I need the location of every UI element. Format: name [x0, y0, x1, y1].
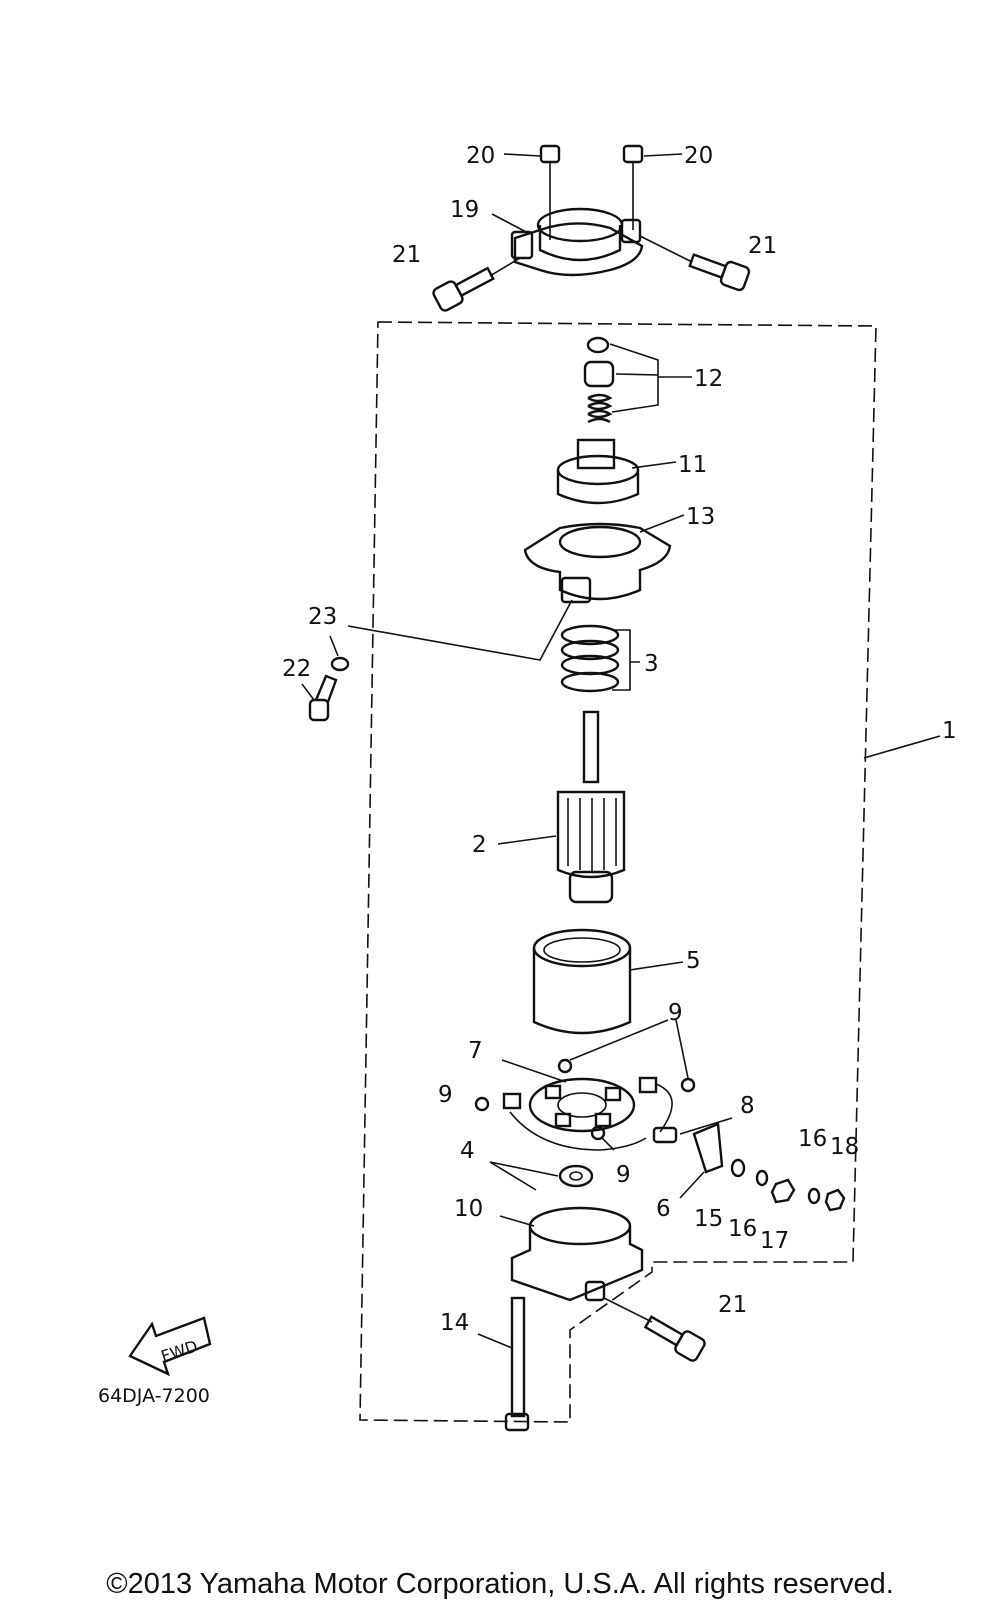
- callout-21-bottom: 21: [718, 1292, 747, 1318]
- callout-8: 8: [740, 1093, 755, 1119]
- washer-part-15: [730, 1158, 746, 1178]
- callout-19: 19: [450, 197, 479, 223]
- assembly-boundary: [359, 321, 877, 1423]
- callout-9-bottom: 9: [616, 1162, 631, 1188]
- clip-sleeve-spring-part-12: [583, 336, 692, 424]
- callout-3: 3: [644, 651, 659, 677]
- screws-part-9: [474, 1019, 696, 1151]
- bushing-part-4: [489, 1161, 594, 1191]
- nut-part-18: [824, 1188, 846, 1212]
- leader-part-19: [491, 213, 531, 235]
- pinion-part-11: [556, 438, 677, 505]
- callout-21-top-left: 21: [392, 242, 421, 268]
- fwd-label: FWD: [159, 1336, 200, 1366]
- rear-housing-part-10: [499, 1206, 644, 1302]
- callout-5: 5: [686, 948, 701, 974]
- callout-22: 22: [282, 656, 311, 682]
- leader-part-1: [863, 735, 941, 759]
- terminal-bolt-part-8: [652, 1117, 733, 1144]
- bolt-part-22: [308, 674, 338, 722]
- washer-part-23: [330, 656, 350, 672]
- leader-part-20-left: [503, 153, 541, 157]
- callout-2: 2: [472, 832, 487, 858]
- washers-part-16: [755, 1169, 821, 1205]
- callout-6: 6: [656, 1196, 671, 1222]
- callout-7: 7: [468, 1038, 483, 1064]
- front-housing-part-13: [347, 514, 685, 661]
- armature-part-2: [497, 710, 626, 904]
- leader-part-22: [301, 683, 315, 701]
- callout-9-left: 9: [438, 1082, 453, 1108]
- leader-part-20-right: [643, 153, 683, 157]
- diagram-code: 64DJA-7200: [98, 1385, 210, 1407]
- callout-20-left: 20: [466, 143, 495, 169]
- terminal-plate-part-6: [679, 1122, 724, 1199]
- fwd-arrow-icon: FWD: [128, 1316, 212, 1377]
- top-screws-part-20: [539, 144, 644, 240]
- callout-12: 12: [694, 366, 723, 392]
- callout-14: 14: [440, 1310, 469, 1336]
- exploded-parts-diagram: FWD 64DJA-7200 20 20 19 21 21 12 11 13 2…: [98, 143, 957, 1432]
- through-bolt-part-14: [477, 1296, 530, 1432]
- callout-18: 18: [830, 1134, 859, 1160]
- callout-13: 13: [686, 504, 715, 530]
- leader-part-23: [329, 635, 339, 657]
- bolts-part-21: [432, 235, 751, 312]
- callout-17: 17: [760, 1228, 789, 1254]
- copyright-notice: ©2013 Yamaha Motor Corporation, U.S.A. A…: [106, 1568, 894, 1600]
- top-cover-part-19: [510, 207, 644, 277]
- bolt-part-21-bottom: [603, 1297, 706, 1362]
- callout-1: 1: [942, 718, 957, 744]
- brush-holder-part-7: [501, 1059, 673, 1151]
- callout-23: 23: [308, 604, 337, 630]
- callout-16-right: 16: [798, 1126, 827, 1152]
- callout-11: 11: [678, 452, 707, 478]
- callout-20-right: 20: [684, 143, 713, 169]
- callout-21-top-right: 21: [748, 233, 777, 259]
- callout-15: 15: [694, 1206, 723, 1232]
- yoke-part-5: [532, 928, 684, 1035]
- callout-10: 10: [454, 1196, 483, 1222]
- nut-part-17: [770, 1178, 796, 1204]
- callout-9-top: 9: [668, 1000, 683, 1026]
- callout-16-left: 16: [728, 1216, 757, 1242]
- gear-set-part-3: [560, 624, 640, 693]
- callout-4: 4: [460, 1138, 475, 1164]
